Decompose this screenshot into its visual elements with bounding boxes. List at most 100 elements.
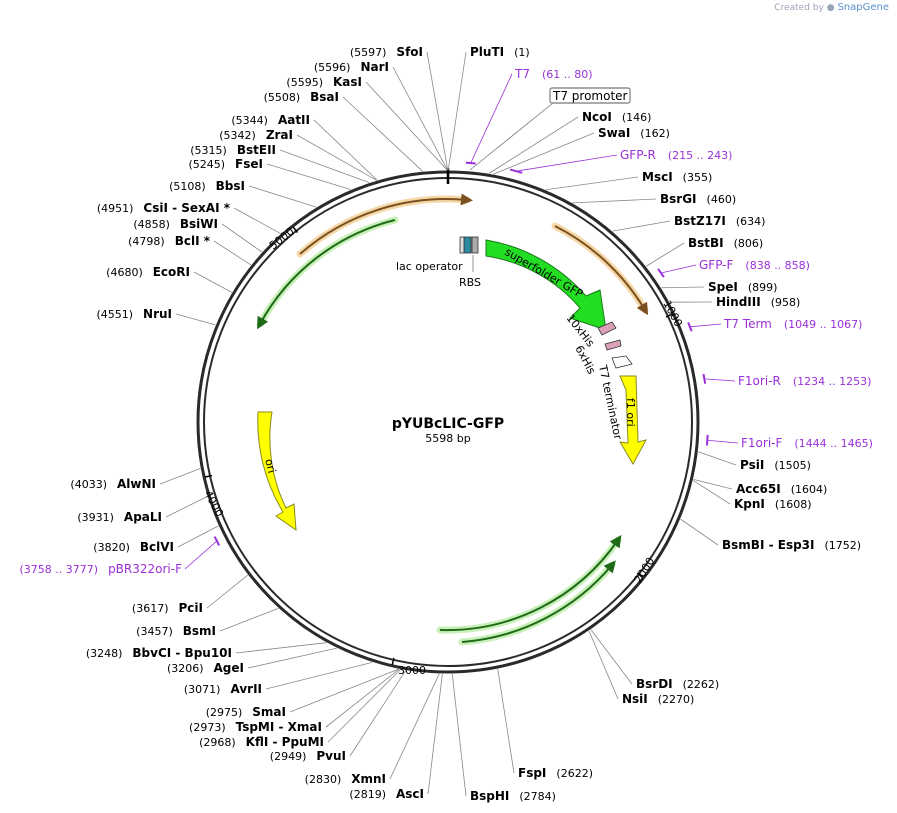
restriction-site[interactable]: (5245)FseI	[188, 157, 263, 171]
feature-rbs[interactable]: RBS	[459, 236, 481, 289]
site-leader-line	[175, 313, 216, 326]
restriction-site[interactable]: (2819)AscI	[349, 787, 424, 801]
restriction-site[interactable]: (3617)PciI	[132, 601, 203, 615]
site-enzyme-name: BbvCI - Bpu10I	[132, 646, 232, 660]
site-leader-line	[692, 480, 731, 505]
restriction-site[interactable]: (3071)AvrII	[184, 682, 262, 696]
primer-annotation[interactable]: T7(61 .. 80)	[514, 67, 593, 81]
site-position: (5508)	[264, 91, 301, 104]
primer-range: (838 .. 858)	[745, 259, 810, 272]
primer-name: GFP-R	[620, 148, 656, 162]
restriction-site[interactable]: SwaI(162)	[598, 126, 670, 140]
primer-bar	[509, 168, 523, 174]
restriction-site[interactable]: (3248)BbvCI - Bpu10I	[86, 646, 232, 660]
restriction-site[interactable]: (3206)AgeI	[167, 661, 244, 675]
site-position: (2949)	[270, 750, 307, 763]
primer-annotation[interactable]: (3758 .. 3777)pBR322ori-F	[20, 562, 183, 576]
restriction-site[interactable]: (4680)EcoRI	[106, 265, 190, 279]
feature-superfolder-gfp[interactable]: superfolder GFP	[485, 239, 607, 331]
site-leader-line	[451, 673, 467, 797]
site-position: (146)	[622, 111, 652, 124]
restriction-site[interactable]: BstBI(806)	[688, 236, 763, 250]
restriction-site[interactable]: BsmBI - Esp3I(1752)	[722, 538, 861, 552]
site-position: (5596)	[314, 61, 351, 74]
restriction-site[interactable]: (5344)AatII	[231, 113, 310, 127]
restriction-site[interactable]: (5342)ZraI	[219, 128, 293, 142]
restriction-site-text: (3206)AgeI	[167, 661, 244, 675]
restriction-site[interactable]: (2949)PvuI	[270, 749, 346, 763]
restriction-site[interactable]: Acc65I(1604)	[736, 482, 827, 496]
site-position: (162)	[640, 127, 670, 140]
site-enzyme-name: NarI	[360, 60, 389, 74]
site-position: (2973)	[189, 721, 226, 734]
restriction-site[interactable]: BsrDI(2262)	[636, 677, 719, 691]
primer-annotation[interactable]: F1ori-F(1444 .. 1465)	[741, 436, 873, 450]
primer-range: (1234 .. 1253)	[793, 375, 872, 388]
site-leader-line	[325, 668, 400, 728]
restriction-site-text: KpnI(1608)	[734, 497, 811, 511]
restriction-site[interactable]: (4798)BclI *	[128, 234, 211, 248]
feature-lac-operator[interactable]: lac operator	[396, 236, 472, 273]
restriction-site[interactable]: (3931)ApaLI	[77, 510, 162, 524]
restriction-site[interactable]: (4033)AlwNI	[70, 477, 156, 491]
restriction-site[interactable]: (5597)SfoI	[350, 45, 423, 59]
tick-mark	[391, 657, 395, 665]
site-leader-line	[219, 607, 279, 632]
primer-leader	[689, 323, 722, 328]
feature-ori[interactable]: ori	[257, 411, 297, 532]
primer-text: T7(61 .. 80)	[514, 67, 593, 81]
restriction-site[interactable]: (5108)BbsI	[169, 179, 245, 193]
primer-annotation[interactable]: GFP-R(215 .. 243)	[620, 148, 732, 162]
tick-label: 4000	[201, 488, 226, 519]
t7-promoter-box[interactable]: T7 promoter	[469, 87, 631, 171]
restriction-site[interactable]: BsrGI(460)	[660, 192, 736, 206]
restriction-site[interactable]: PluTI(1)	[470, 45, 530, 59]
restriction-site[interactable]: BspHI(2784)	[470, 789, 556, 803]
restriction-site-text: NsiI(2270)	[622, 692, 694, 706]
primer-annotation[interactable]: GFP-F(838 .. 858)	[699, 258, 810, 272]
t7-terminator-label: T7 terminator	[596, 363, 625, 441]
restriction-site[interactable]: (5595)KasI	[286, 75, 362, 89]
site-position: (5245)	[188, 158, 225, 171]
site-enzyme-name: BsmBI - Esp3I	[722, 538, 814, 552]
orf-arc-green-bottom-1-line	[439, 535, 622, 632]
rbs-label: RBS	[459, 276, 481, 289]
site-leader-line	[427, 673, 443, 795]
primer-annotation[interactable]: T7 Term(1049 .. 1067)	[723, 317, 862, 331]
restriction-site[interactable]: (2975)SmaI	[206, 705, 286, 719]
restriction-site[interactable]: (2973)TspMI - XmaI	[189, 720, 322, 734]
site-enzyme-name: BbsI	[216, 179, 245, 193]
restriction-site[interactable]: FspI(2622)	[518, 766, 593, 780]
restriction-site[interactable]: PsiI(1505)	[740, 458, 811, 472]
restriction-site[interactable]: HindIII(958)	[716, 295, 800, 309]
feature-f1-ori[interactable]: f1 ori	[619, 375, 647, 466]
restriction-site[interactable]: (4858)BsiWI	[133, 217, 218, 231]
orf-arc-orange-right-line	[554, 225, 649, 316]
restriction-site[interactable]: (5596) NarI	[314, 60, 389, 74]
restriction-site[interactable]: MscI(355)	[642, 170, 712, 184]
restriction-site[interactable]: SpeI(899)	[708, 280, 777, 294]
restriction-site[interactable]: KpnI(1608)	[734, 497, 811, 511]
credit-prefix: Created by	[774, 3, 824, 13]
site-position: (1)	[514, 46, 530, 59]
site-leader-line	[165, 496, 208, 518]
restriction-site[interactable]: BstZ17I(634)	[674, 214, 765, 228]
restriction-site[interactable]: (3457)BsmI	[136, 624, 216, 638]
restriction-site-text: SwaI(162)	[598, 126, 670, 140]
restriction-site-text: BstBI(806)	[688, 236, 763, 250]
primer-annotation[interactable]: F1ori-R(1234 .. 1253)	[738, 374, 871, 388]
restriction-site[interactable]: (5508)BsaI	[264, 90, 339, 104]
restriction-site[interactable]: (5315)BstEII	[190, 143, 276, 157]
restriction-site[interactable]: (4551)NruI	[96, 307, 172, 321]
restriction-site[interactable]: (3820)BclVI	[93, 540, 174, 554]
restriction-site[interactable]: (2830)XmnI	[305, 772, 386, 786]
restriction-site[interactable]: (2968)KflI - PpuMI	[199, 735, 324, 749]
lac-operator-flank	[459, 236, 465, 254]
restriction-site[interactable]: NsiI(2270)	[622, 692, 694, 706]
restriction-site[interactable]: (4951)CsiI - SexAI *	[97, 201, 231, 215]
ori-label: ori	[262, 457, 278, 474]
site-leader-line	[266, 163, 351, 190]
site-position: (1608)	[775, 498, 812, 511]
site-leader-line	[213, 240, 252, 266]
restriction-site[interactable]: NcoI(146)	[582, 110, 651, 124]
